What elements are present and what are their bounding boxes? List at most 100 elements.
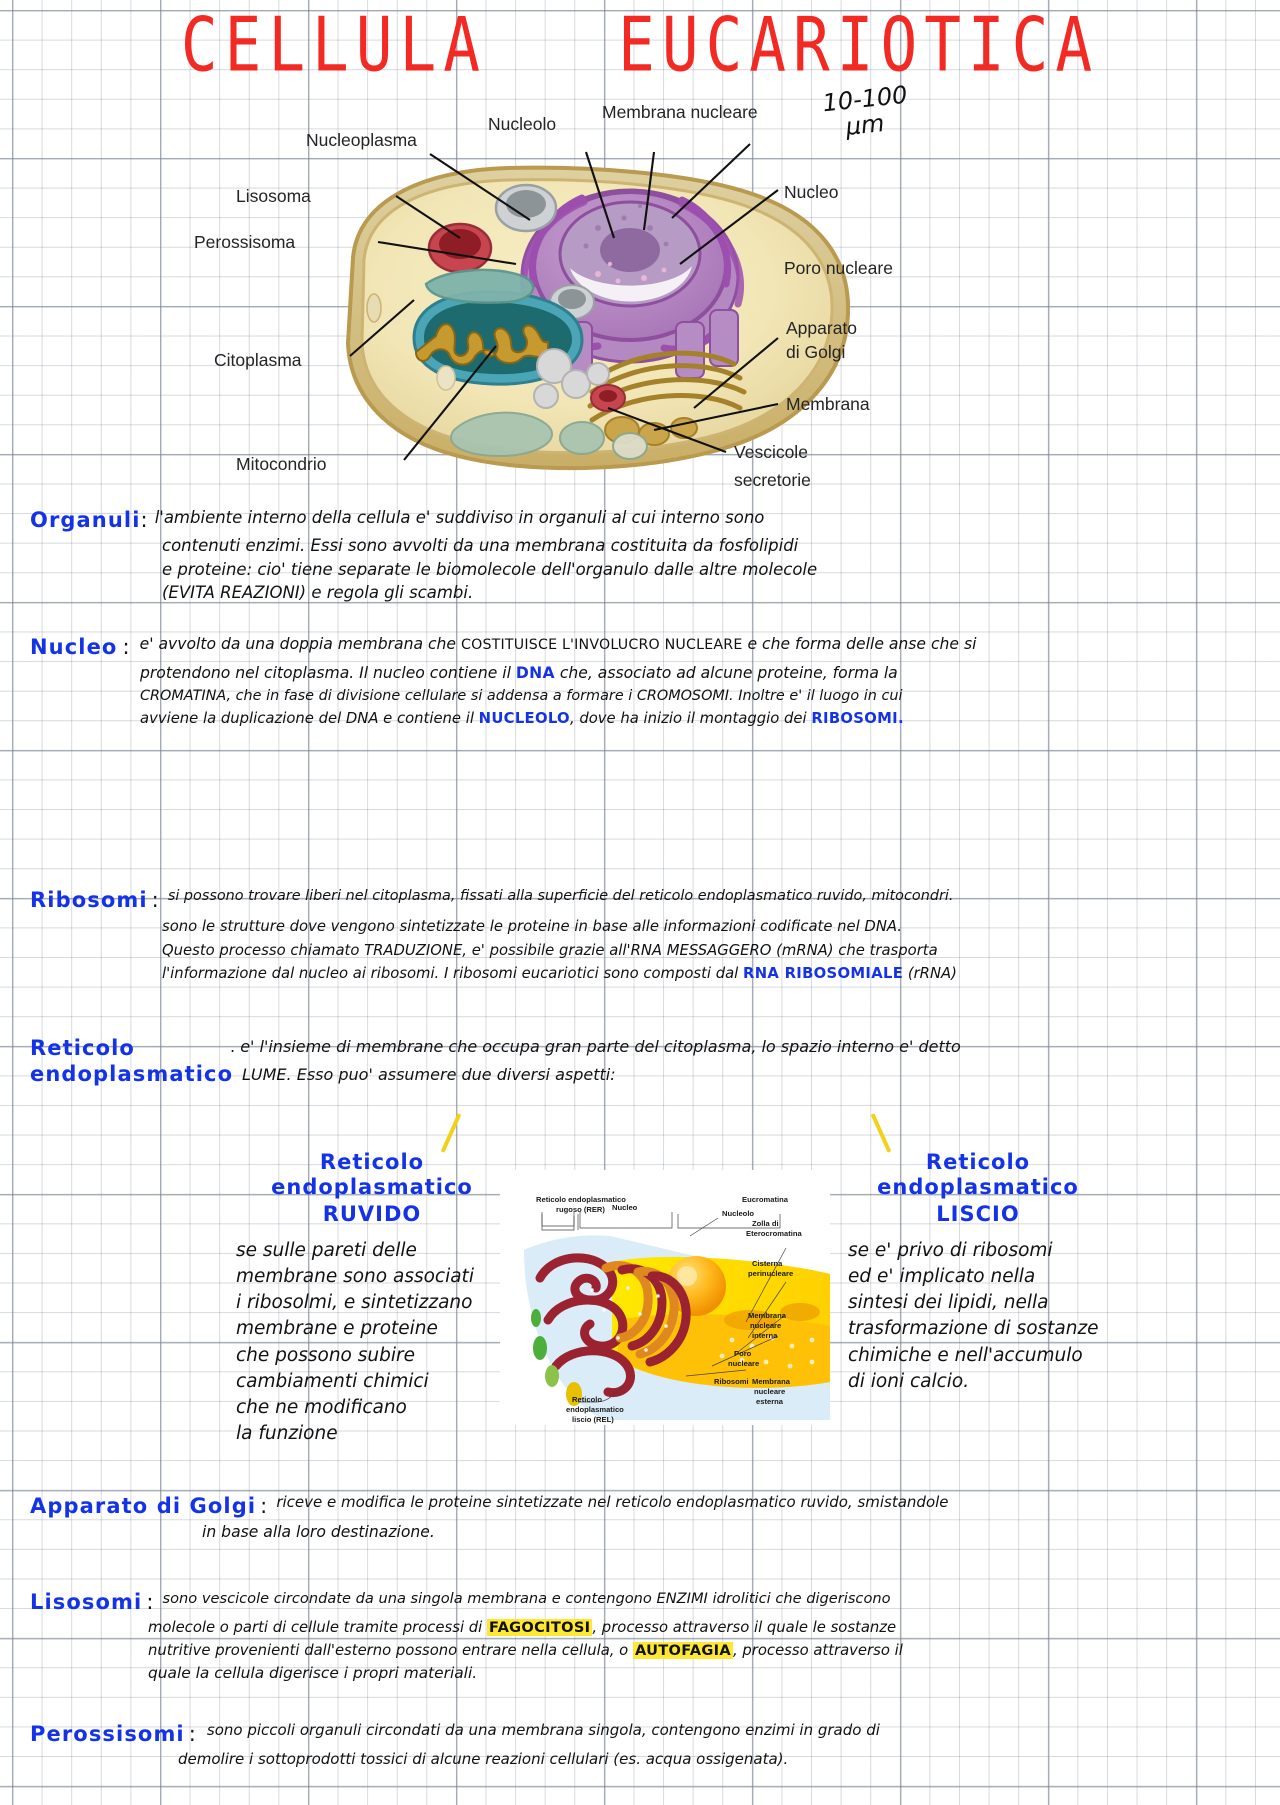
cell-label-mitocondrio: Mitocondrio: [236, 454, 326, 474]
lisosomi-line3a: nutritive provenienti dall'esterno posso…: [148, 1641, 633, 1659]
branch-arrow-right: [870, 1113, 892, 1153]
section-ribosomi: Ribosomi : si possono trovare liberi nel…: [30, 888, 1125, 983]
perossisomi-line-2: demolire i sottoprodotti tossici di alcu…: [178, 1750, 789, 1769]
rel-line-5: chimiche e nell'accumulo: [848, 1344, 1083, 1366]
ribosomi-colon: :: [151, 888, 160, 912]
lisosomi-colon: :: [146, 1590, 155, 1614]
rer-line-3: i ribosolmi, e sintetizzano: [236, 1292, 473, 1314]
section-lisosomi: Lisosomi : sono vescicole circondate da …: [30, 1590, 1125, 1682]
rer-line-6: cambiamenti chimici: [236, 1370, 429, 1392]
nucleo-line1a: e' avvolto da una doppia membrana che: [139, 635, 461, 653]
refig-label-rer-2: rugoso (RER): [556, 1205, 605, 1214]
rel-heading-line1: Reticolo endoplasmatico: [877, 1150, 1079, 1200]
rer-line-2: membrane sono associati: [236, 1265, 474, 1287]
refig-label-nucleo: Nucleo: [612, 1203, 638, 1212]
section-nucleo: Nucleo : e' avvolto da una doppia membra…: [30, 635, 1120, 727]
lisosomi-heading: Lisosomi: [30, 1590, 143, 1614]
refig-label-membrana-interna-2: nucleare: [750, 1321, 781, 1330]
refig-label-nucleolo: Nucleolo: [722, 1209, 754, 1218]
refig-label-etero-1: Zolla di: [752, 1219, 779, 1228]
page-title: CELLULA EUCARIOTICA: [180, 2, 1100, 89]
nucleo-line2b: che, associato ad alcune proteine, forma…: [554, 664, 898, 683]
cell-label-nucleolo: Nucleolo: [488, 114, 556, 134]
rel-line-2: ed e' implicato nella: [848, 1265, 1036, 1287]
rel-line-1: se e' privo di ribosomi: [848, 1239, 1053, 1261]
rel-line-6: di ioni calcio.: [848, 1370, 970, 1392]
organuli-heading: Organuli: [30, 508, 141, 532]
perossisomi-line-1: sono piccoli organuli circondati da una …: [206, 1721, 880, 1739]
ribosomi-heading: Ribosomi: [30, 888, 148, 912]
refig-label-rel-2: endoplasmatico: [566, 1405, 624, 1414]
rer-line-4: membrane e proteine: [236, 1318, 438, 1340]
cell-label-citoplasma: Citoplasma: [214, 350, 302, 370]
er-nucleus-diagram: Reticolo endoplasmatico rugoso (RER) Nuc…: [500, 1170, 830, 1425]
cell-label-poro-nucleare: Poro nucleare: [784, 258, 893, 278]
rer-line-5: che possono subire: [236, 1344, 415, 1366]
reticolo-line-1: e' l'insieme di membrane che occupa gran…: [240, 1037, 961, 1056]
refig-label-etero-2: Eterocromatina: [746, 1229, 802, 1238]
section-reticolo-endoplasmatico: Reticolo endoplasmatico . e' l'insieme d…: [30, 1036, 1125, 1096]
refig-label-ribosomi: Ribosomi: [714, 1377, 749, 1386]
refig-label-membrana-interna-3: interna: [752, 1331, 778, 1340]
refig-label-rer-1: Reticolo endoplasmatico: [536, 1195, 626, 1204]
nucleo-line4a: avviene la duplicazione del DNA e contie…: [140, 709, 479, 727]
section-rel: Reticolo endoplasmatico LISCIO se e' pri…: [838, 1150, 1118, 1395]
rer-heading-line2: RUVIDO: [322, 1202, 422, 1227]
nucleo-kw-ribosomi: RIBOSOMI.: [811, 709, 904, 727]
eukaryotic-cell-diagram: Nucleoplasma Nucleolo Membrana nucleare …: [178, 78, 938, 498]
organuli-line-3: e proteine: cio' tiene separate le biomo…: [162, 559, 818, 579]
highlight-autofagia: AUTOFAGIA: [632, 1641, 733, 1659]
ribosomi-line-3: Questo processo chiamato TRADUZIONE, e' …: [162, 941, 938, 959]
section-organuli: Organuli : l'ambiente interno della cell…: [30, 508, 1100, 603]
rer-heading-line1: Reticolo endoplasmatico: [271, 1150, 473, 1200]
refig-label-rel-1: Reticolo: [572, 1395, 602, 1404]
refig-label-membrana-esterna-2: nucleare: [754, 1387, 785, 1396]
ribosomi-line4b: (rRNA): [903, 965, 957, 983]
golgi-line-1: riceve e modifica le proteine sintetizza…: [276, 1493, 949, 1511]
reticolo-colon: .: [230, 1037, 236, 1056]
rer-line-7: che ne modificano: [236, 1397, 407, 1419]
refig-label-rel-3: liscio (REL): [572, 1415, 614, 1424]
cell-label-vescicole-2: secretorie: [734, 470, 811, 490]
cell-label-apparato-golgi-1: Apparato: [786, 318, 857, 338]
cell-label-lisosoma: Lisosoma: [236, 186, 311, 206]
nucleo-line3: CROMATINA, che in fase di divisione cell…: [140, 687, 903, 704]
rer-line-8: la funzione: [236, 1423, 338, 1445]
lisosomi-line3b: , processo attraverso il: [733, 1641, 903, 1659]
refig-label-cisterna-1: Cisterna: [752, 1259, 783, 1268]
refig-label-eucromatina: Eucromatina: [742, 1195, 789, 1204]
golgi-heading: Apparato di Golgi: [30, 1494, 257, 1518]
refig-label-poro-1: Poro: [734, 1349, 752, 1358]
golgi-line-2: in base alla loro destinazione.: [202, 1523, 435, 1542]
lisosomi-line2b: , processo attraverso il quale le sostan…: [592, 1619, 897, 1637]
nucleo-kw-dna: DNA: [515, 664, 555, 683]
rel-line-3: sintesi dei lipidi, nella: [848, 1292, 1049, 1314]
rel-line-4: trasformazione di sostanze: [848, 1318, 1099, 1340]
organuli-line-1: l'ambiente interno della cellula e' sudd…: [154, 508, 765, 527]
section-apparato-golgi: Apparato di Golgi : riceve e modifica le…: [30, 1493, 1125, 1542]
reticolo-line-2: LUME. Esso puo' assumere due diversi asp…: [242, 1065, 616, 1084]
branch-arrow-left: [440, 1113, 462, 1153]
cell-label-nucleo: Nucleo: [784, 182, 838, 202]
organuli-line-2: contenuti enzimi. Essi sono avvolti da u…: [162, 536, 799, 556]
organuli-colon: :: [140, 508, 149, 532]
rer-line-1: se sulle pareti delle: [236, 1239, 417, 1261]
nucleo-line1-caps: COSTITUISCE L'INVOLUCRO NUCLEARE: [461, 637, 743, 653]
golgi-colon: :: [260, 1494, 269, 1518]
nucleo-line2a: protendono nel citoplasma. Il nucleo con…: [140, 664, 516, 683]
lisosomi-line2a: molecole o parti di cellule tramite proc…: [148, 1619, 487, 1637]
section-perossisomi: Perossisomi : sono piccoli organuli circ…: [30, 1721, 1125, 1769]
refig-label-cisterna-2: perinucleare: [748, 1269, 793, 1278]
nucleo-kw-nucleolo: NUCLEOLO: [478, 709, 570, 727]
cell-scale-note: 10-100 µm: [800, 81, 930, 142]
cell-label-nucleoplasma: Nucleoplasma: [306, 130, 417, 150]
lisosomi-line-4: quale la cellula digerisce i propri mate…: [148, 1664, 478, 1683]
organuli-line-4: (EVITA REAZIONI) e regola gli scambi.: [162, 583, 474, 603]
refig-label-membrana-esterna-1: Membrana: [752, 1377, 791, 1386]
nucleo-line1b: e che forma delle anse che si: [742, 635, 977, 653]
ribosomi-line-2: sono le strutture dove vengono sintetizz…: [162, 918, 902, 936]
refig-label-poro-2: nucleare: [728, 1359, 759, 1368]
lisosomi-line-1: sono vescicole circondate da una singola…: [162, 1590, 891, 1607]
perossisomi-heading: Perossisomi: [30, 1722, 185, 1746]
cell-label-apparato-golgi-2: di Golgi: [786, 342, 845, 362]
